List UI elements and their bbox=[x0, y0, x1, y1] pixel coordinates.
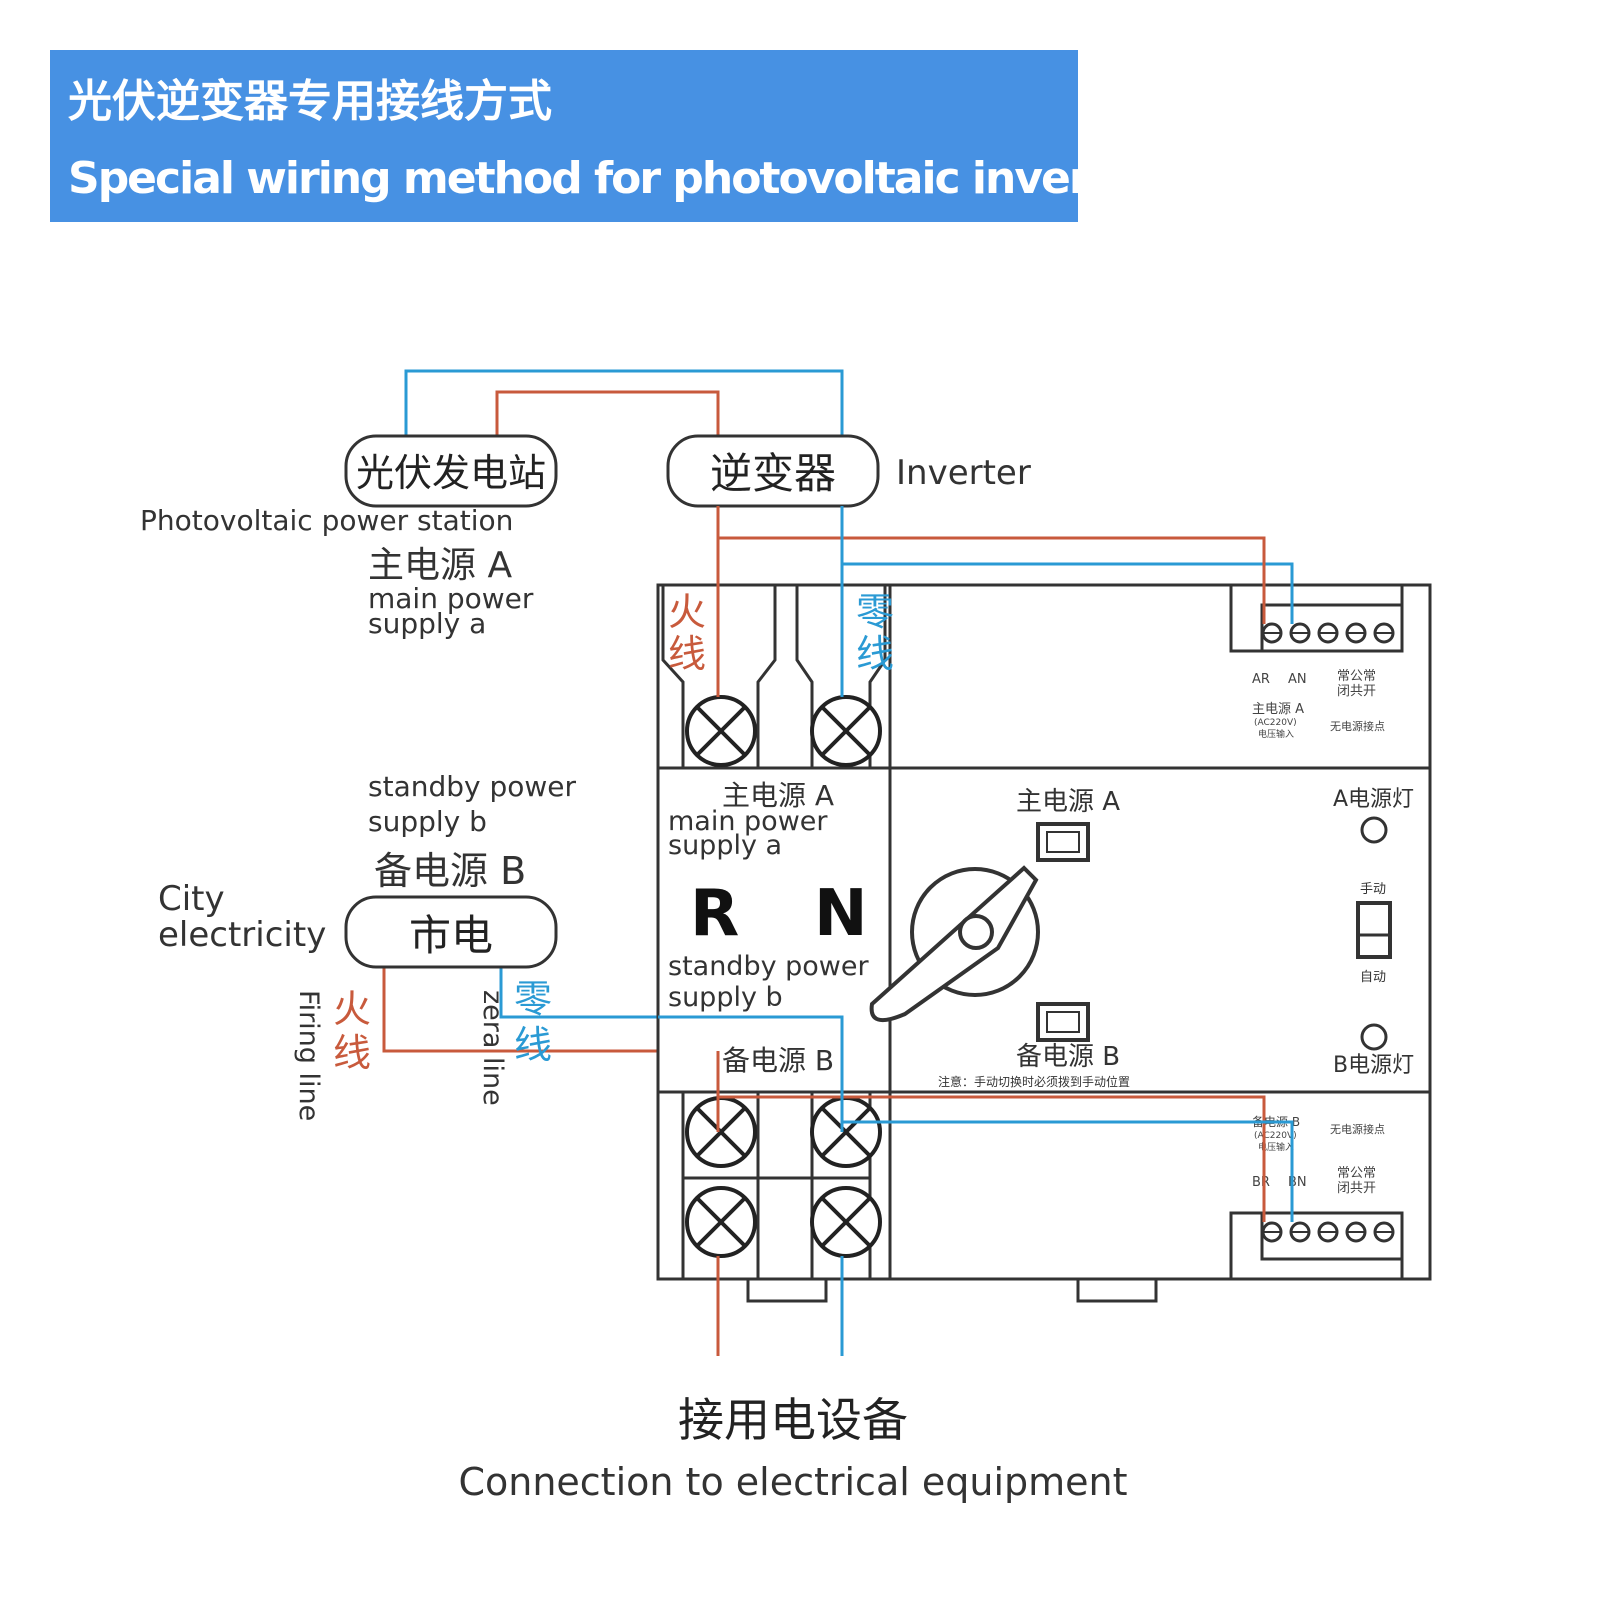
manual-switch-note: 注意：手动切换时必须拨到手动位置 bbox=[938, 1074, 1130, 1089]
city-cn: 市电 bbox=[409, 911, 493, 960]
title-banner: 光伏逆变器专用接线方式 Special wiring method for ph… bbox=[50, 50, 1181, 222]
svg-text:无电源接点: 无电源接点 bbox=[1330, 1122, 1385, 1136]
svg-text:电压输入: 电压输入 bbox=[1258, 1141, 1294, 1153]
svg-text:(AC220V): (AC220V) bbox=[1254, 1131, 1297, 1141]
live-wire-pv-to-inverter bbox=[495, 390, 720, 436]
backup-indicator-window bbox=[1036, 1002, 1090, 1042]
svg-text:(AC220V): (AC220V) bbox=[1254, 718, 1297, 728]
din-clip-right bbox=[1076, 1279, 1158, 1303]
svg-text:常公常: 常公常 bbox=[1337, 1166, 1376, 1181]
screw-bottom2-right-icon bbox=[810, 1186, 882, 1258]
title-en: Special wiring method for photovoltaic i… bbox=[68, 153, 1181, 204]
screw-bottom1-right-icon bbox=[810, 1096, 882, 1168]
zero-line-label: zera line bbox=[477, 990, 508, 1106]
svg-text:主电源 A: 主电源 A bbox=[1252, 702, 1304, 717]
device-live-label-2: 线 bbox=[668, 632, 706, 676]
panel-main-cn: 主电源 A bbox=[722, 779, 834, 812]
panel-standby-en-1: standby power bbox=[668, 951, 870, 982]
city-en-2: electricity bbox=[158, 915, 326, 955]
device-neutral-label-1: 零 bbox=[856, 590, 894, 634]
device-live-label-1: 火 bbox=[668, 590, 706, 634]
switch-main-label: 主电源 A bbox=[1016, 787, 1120, 817]
screw-top-left-icon bbox=[685, 695, 757, 767]
firing-line-label: Firing line bbox=[293, 990, 324, 1121]
inverter-box bbox=[666, 434, 880, 508]
screw-bottom1-left-icon bbox=[685, 1096, 757, 1168]
svg-text:电压输入: 电压输入 bbox=[1258, 728, 1294, 740]
load-cn: 接用电设备 bbox=[678, 1393, 908, 1447]
neutral-wire-pv-to-inverter bbox=[404, 369, 844, 436]
panel-standby-cn: 备电源 B bbox=[722, 1044, 834, 1077]
city-box bbox=[344, 895, 558, 969]
svg-text:无电源接点: 无电源接点 bbox=[1330, 719, 1385, 733]
neutral-wire-label-2: 线 bbox=[514, 1023, 552, 1067]
pv-station-en: Photovoltaic power station bbox=[140, 504, 513, 537]
main-indicator-window bbox=[1036, 822, 1090, 862]
load-en: Connection to electrical equipment bbox=[458, 1460, 1127, 1504]
svg-text:AN: AN bbox=[1288, 672, 1307, 687]
lamp-b-indicator bbox=[1360, 1023, 1388, 1051]
switch-backup-label: 备电源 B bbox=[1016, 1042, 1120, 1072]
lamp-b-label: B电源灯 bbox=[1333, 1053, 1414, 1078]
svg-text:闭共开: 闭共开 bbox=[1337, 684, 1376, 699]
standby-supply-en-1: standby power bbox=[368, 770, 577, 803]
letter-r: R bbox=[690, 877, 739, 951]
pv-station-box bbox=[344, 434, 558, 508]
svg-text:闭共开: 闭共开 bbox=[1337, 1181, 1376, 1196]
title-cn: 光伏逆变器专用接线方式 bbox=[68, 76, 552, 127]
auto-label: 自动 bbox=[1360, 970, 1386, 985]
svg-text:常公常: 常公常 bbox=[1337, 669, 1376, 684]
main-supply-en-1: main power bbox=[368, 582, 534, 615]
standby-supply-cn: 备电源 B bbox=[374, 849, 526, 893]
svg-text:BR: BR bbox=[1252, 1175, 1270, 1190]
screw-bottom2-left-icon bbox=[685, 1186, 757, 1258]
mode-toggle[interactable] bbox=[1356, 901, 1392, 959]
panel-standby-en-2: supply b bbox=[668, 982, 783, 1013]
transfer-switch-device bbox=[656, 583, 1432, 1303]
pv-station-cn: 光伏发电站 bbox=[356, 451, 546, 495]
top-signal-terminal-block: AR AN 主电源 A (AC220V) 电压输入 常公常 闭共开 无电源接点 bbox=[1229, 583, 1404, 740]
device-neutral-label-2: 线 bbox=[856, 632, 894, 676]
neutral-wire-label-1: 零 bbox=[514, 977, 552, 1021]
main-supply-cn: 主电源 A bbox=[368, 545, 512, 586]
device-outline bbox=[656, 583, 1432, 1281]
panel-main-en-2: supply a bbox=[668, 830, 782, 861]
lamp-a-label: A电源灯 bbox=[1333, 787, 1414, 812]
standby-supply-en-2: supply b bbox=[368, 805, 487, 838]
inverter-en: Inverter bbox=[896, 453, 1031, 493]
inverter-cn: 逆变器 bbox=[710, 449, 836, 498]
letter-n: N bbox=[814, 877, 868, 951]
din-clip-left bbox=[746, 1279, 828, 1303]
terminal-screws bbox=[685, 695, 882, 1258]
panel-main-en-1: main power bbox=[668, 806, 828, 837]
city-en-1: City bbox=[158, 879, 225, 919]
manual-label: 手动 bbox=[1360, 882, 1386, 897]
live-wire-label-2: 线 bbox=[333, 1031, 371, 1075]
lamp-a-indicator bbox=[1360, 816, 1388, 844]
main-supply-en-2: supply a bbox=[368, 607, 486, 640]
screw-top-right-icon bbox=[810, 695, 882, 767]
top-terminal-housing-mid-left bbox=[756, 585, 777, 768]
top-terminal-housing-left bbox=[661, 585, 685, 768]
live-wire-label-1: 火 bbox=[333, 987, 371, 1031]
svg-text:AR: AR bbox=[1252, 672, 1270, 687]
rotary-handle-icon[interactable] bbox=[869, 865, 1040, 1023]
